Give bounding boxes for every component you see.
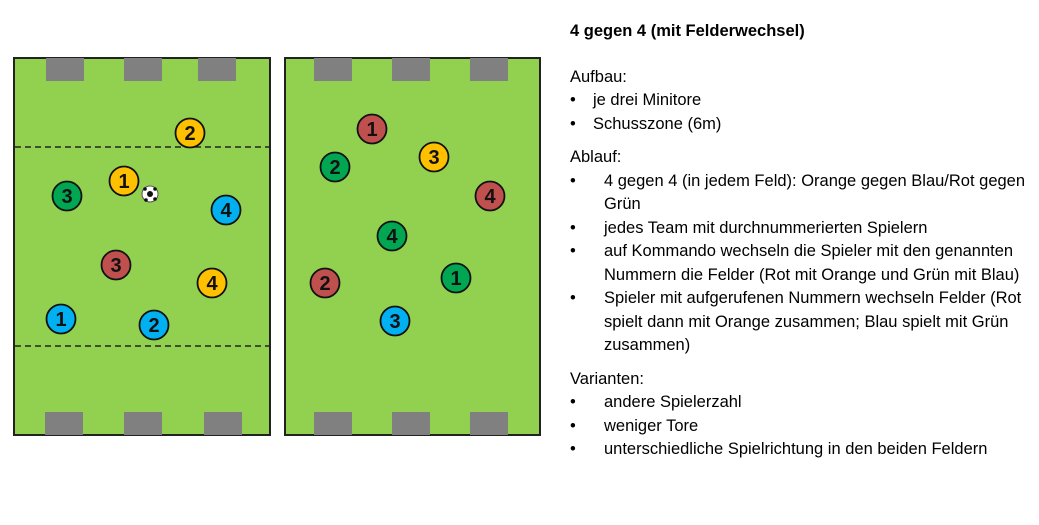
- player-red-3: 3: [100, 249, 132, 281]
- mini-goal: [392, 58, 430, 81]
- exercise-description: 4 gegen 4 (mit Felderwechsel) Aufbau: je…: [570, 20, 1035, 472]
- section-heading: Aufbau:: [570, 67, 627, 86]
- player-green-4: 4: [376, 220, 408, 252]
- player-orange-1: 1: [108, 165, 140, 197]
- player-orange-2: 2: [174, 117, 206, 149]
- player-number: 4: [484, 186, 496, 208]
- player-blue-1: 1: [45, 303, 77, 335]
- list-item: andere Spielerzahl: [570, 391, 1035, 415]
- mini-goal: [470, 412, 508, 435]
- player-orange-4: 4: [196, 267, 228, 299]
- mini-goal: [470, 58, 508, 81]
- player-blue-4: 4: [210, 194, 242, 226]
- right-field: [284, 57, 541, 436]
- mini-goal: [124, 412, 162, 435]
- mini-goal: [314, 58, 352, 81]
- player-number: 3: [61, 186, 72, 208]
- player-number: 4: [386, 226, 398, 248]
- player-number: 2: [319, 273, 330, 295]
- mini-goal: [392, 412, 430, 435]
- list-item: weniger Tore: [570, 415, 1035, 439]
- player-number: 3: [110, 255, 121, 277]
- mini-goal: [204, 412, 242, 435]
- player-green-2: 2: [319, 151, 351, 183]
- list-item: unterschiedliche Spielrichtung in den be…: [570, 438, 1035, 462]
- list-item: je drei Minitore: [570, 89, 1035, 113]
- player-green-3: 3: [51, 180, 83, 212]
- mini-goal: [124, 58, 162, 81]
- section-aufbau: Aufbau: je drei Minitore Schusszone (6m): [570, 66, 1035, 137]
- mini-goal: [46, 58, 84, 81]
- section-heading: Ablauf:: [570, 148, 622, 166]
- mini-goal: [198, 58, 236, 81]
- player-number: 1: [118, 171, 129, 193]
- player-number: 4: [220, 200, 232, 222]
- player-number: 4: [206, 273, 218, 295]
- mini-goal: [45, 412, 83, 435]
- player-green-1: 1: [440, 262, 472, 294]
- left-field: [13, 57, 271, 436]
- player-number: 2: [148, 315, 159, 337]
- training-diagram: 2 1 3 4 3 4 1 2 1 2 3 4 4 2 1 3: [13, 57, 541, 436]
- list-item: auf Kommando wechseln die Spieler mit de…: [570, 240, 1035, 287]
- player-number: 2: [184, 123, 195, 145]
- player-orange-3: 3: [418, 141, 450, 173]
- player-red-4: 4: [474, 180, 506, 212]
- section-ablauf: Ablauf: 4 gegen 4 (in jedem Feld): Orang…: [570, 146, 1035, 358]
- ball-icon: [141, 185, 159, 203]
- player-number: 2: [329, 157, 340, 179]
- section-heading: Varianten:: [570, 369, 644, 388]
- title: 4 gegen 4 (mit Felderwechsel): [570, 22, 805, 40]
- player-red-2: 2: [309, 267, 341, 299]
- mini-goal: [314, 412, 352, 435]
- player-blue-3: 3: [379, 305, 411, 337]
- player-number: 1: [366, 119, 377, 141]
- player-red-1: 1: [356, 113, 388, 145]
- player-number: 3: [428, 147, 439, 169]
- player-number: 1: [450, 268, 461, 290]
- list-item: Spieler mit aufgerufenen Nummern wechsel…: [570, 287, 1035, 358]
- section-varianten: Varianten: andere Spielerzahl weniger To…: [570, 368, 1035, 462]
- list-item: 4 gegen 4 (in jedem Feld): Orange gegen …: [570, 170, 1035, 217]
- player-number: 3: [389, 311, 400, 333]
- list-item: jedes Team mit durchnummerierten Spieler…: [570, 217, 1035, 241]
- list-item: Schusszone (6m): [570, 113, 1035, 137]
- player-blue-2: 2: [138, 309, 170, 341]
- player-number: 1: [55, 309, 66, 331]
